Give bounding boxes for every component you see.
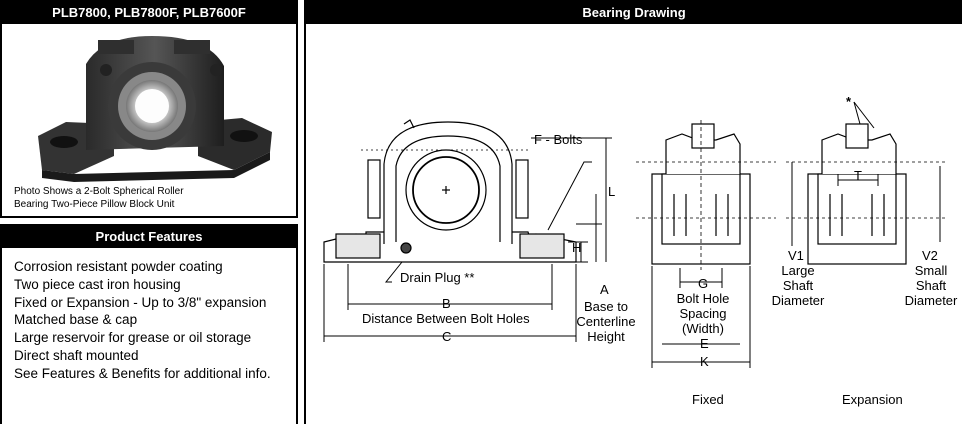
feature-item: Corrosion resistant powder coating xyxy=(14,259,223,274)
v1-label: V1 xyxy=(788,248,804,263)
a-label: A xyxy=(600,282,609,297)
g-desc-line-1: Bolt Hole xyxy=(676,291,730,306)
e-label: E xyxy=(700,336,709,351)
photo-panel-title: PLB7800, PLB7800F, PLB7600F xyxy=(2,2,296,24)
expansion-view-dimensions xyxy=(791,101,941,246)
v2-description: Small Shaft Diameter xyxy=(902,263,960,308)
features-panel-title: Product Features xyxy=(2,226,296,248)
g-desc-line-3: (Width) xyxy=(682,321,724,336)
v2-label: V2 xyxy=(922,248,938,263)
bearing-drawing xyxy=(323,101,946,368)
pillow-block-photo xyxy=(38,36,272,182)
features-list: Corrosion resistant powder coating Two p… xyxy=(14,258,271,383)
feature-item: Direct shaft mounted xyxy=(14,347,139,363)
front-view xyxy=(323,119,577,263)
drawing-panel: Bearing Drawing xyxy=(304,0,962,424)
feature-item: Large reservoir for grease or oil storag… xyxy=(14,330,252,346)
drain-plug-label: Drain Plug ** xyxy=(400,270,475,285)
g-desc-line-2: Spacing xyxy=(679,306,727,321)
f-bolts-label: F - Bolts xyxy=(534,132,583,147)
v1-desc-line-2: Shaft xyxy=(782,278,814,293)
c-label: C xyxy=(442,329,452,344)
photo-caption: Photo Shows a 2-Bolt Spherical Roller Be… xyxy=(14,185,184,211)
features-panel: Product Features Corrosion resistant pow… xyxy=(0,224,298,424)
caption-line-2: Bearing Two-Piece Pillow Block Unit xyxy=(14,199,175,210)
v1-desc-line-3: Diameter xyxy=(771,293,825,308)
feature-item: Matched base & cap xyxy=(14,312,138,328)
g-description: Bolt Hole Spacing (Width) xyxy=(672,291,734,336)
drawing-panel-title: Bearing Drawing xyxy=(306,2,962,24)
a-desc-line-3: Height xyxy=(587,329,625,344)
fixed-side-view xyxy=(636,120,776,270)
star-label: * xyxy=(846,94,852,109)
v1-description: Large Shaft Diameter xyxy=(768,263,828,308)
photo-panel: PLB7800, PLB7800F, PLB7600F xyxy=(0,0,298,218)
v2-desc-line-1: Small xyxy=(914,263,948,278)
front-view-dimensions xyxy=(323,137,612,342)
a-desc-line-2: Centerline xyxy=(576,314,636,329)
expansion-side-view xyxy=(786,123,946,265)
b-description: Distance Between Bolt Holes xyxy=(362,311,530,326)
feature-item: Fixed or Expansion - Up to 3/8" expansio… xyxy=(14,294,267,310)
v1-desc-line-1: Large xyxy=(781,263,815,278)
a-description: Base to Centerline Height xyxy=(574,299,638,344)
fixed-view-dimensions xyxy=(651,266,751,368)
feature-item: Two piece cast iron housing xyxy=(14,276,181,292)
feature-item: See Features & Benefits for additional i… xyxy=(14,365,271,381)
h-label: H xyxy=(572,240,582,255)
b-label: B xyxy=(442,296,451,311)
a-desc-line-1: Base to xyxy=(583,299,629,314)
l-label: L xyxy=(608,184,616,199)
k-label: K xyxy=(700,354,709,369)
fixed-caption: Fixed xyxy=(692,392,724,407)
expansion-caption: Expansion xyxy=(842,392,903,407)
g-label: G xyxy=(698,276,709,291)
caption-line-1: Photo Shows a 2-Bolt Spherical Roller xyxy=(14,186,184,197)
v2-desc-line-2: Shaft xyxy=(915,278,947,293)
v2-desc-line-3: Diameter xyxy=(904,293,958,308)
t-label: T xyxy=(854,168,862,183)
